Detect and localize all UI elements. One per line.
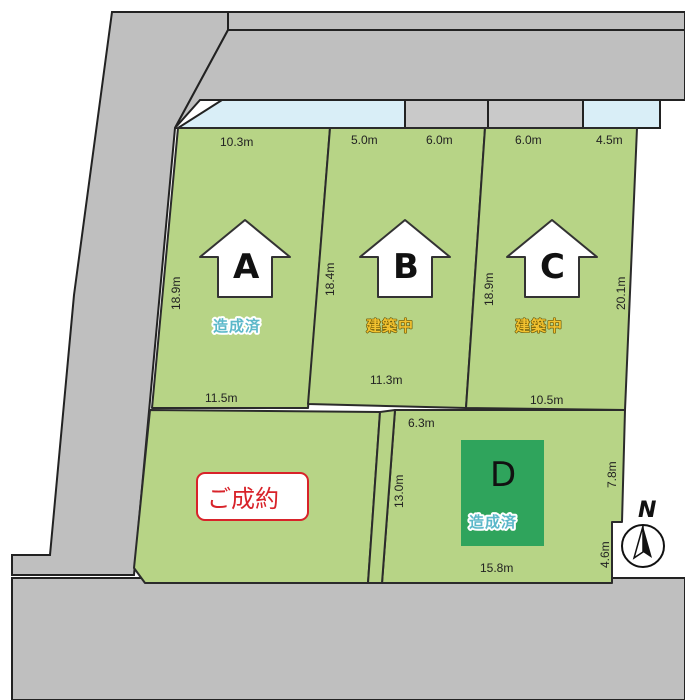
- lot-b-dim-bottom: 11.3m: [370, 373, 402, 387]
- compass-label: N: [638, 498, 656, 523]
- compass-needle-light: [632, 525, 644, 560]
- lot-a-letter: A: [233, 247, 260, 287]
- water-gap-b: [404, 99, 489, 129]
- house-arrow-icon: [506, 219, 598, 298]
- lot-c-dim-left: 18.9m: [482, 273, 496, 306]
- lot-c-letter: C: [540, 247, 565, 287]
- access-strip: [367, 409, 396, 584]
- lot-a-status: 造成済: [213, 317, 261, 335]
- lot-b-letter: B: [393, 247, 419, 287]
- lot-d-letter: D: [490, 455, 516, 495]
- lot-c-dim-top-right: 4.5m: [596, 133, 623, 147]
- lot-d-dim-left: 13.0m: [392, 475, 406, 508]
- road-left: [11, 11, 229, 576]
- lot-d-dim-bottom: 15.8m: [480, 561, 513, 575]
- lot-d-status: 造成済: [469, 513, 517, 531]
- lot-b-status: 建築中: [366, 317, 414, 335]
- lot-a-dim-top: 10.3m: [220, 135, 253, 149]
- water-channel: [174, 99, 661, 129]
- sold-badge-text: ご成約: [207, 485, 279, 513]
- water-channel-left: [174, 99, 406, 129]
- road-bottom: [11, 577, 685, 700]
- lot-b-dim-left: 18.4m: [323, 263, 337, 296]
- lot-d-dim-right-small: 4.6m: [598, 541, 612, 568]
- sold-badge-frame: [196, 472, 309, 521]
- lot-b-dim-top-left: 5.0m: [351, 133, 378, 147]
- road-network: [11, 11, 685, 700]
- lot-a-dim-left: 18.9m: [169, 277, 183, 310]
- road-top: [227, 11, 685, 31]
- lot-c-dim-right: 20.1m: [614, 277, 628, 310]
- house-arrow-icon: [359, 219, 451, 298]
- water-gap-c: [487, 99, 584, 129]
- water-channel-right: [582, 99, 661, 129]
- lot-c-status: 建築中: [515, 317, 563, 335]
- north-compass-icon: N: [621, 498, 665, 568]
- lot-d-dim-top: 6.3m: [408, 416, 435, 430]
- lot-b-dim-top-right: 6.0m: [426, 133, 453, 147]
- lot-d-dim-right: 7.8m: [605, 461, 619, 488]
- house-arrow-icon: [199, 219, 291, 298]
- lot-d-box: [461, 440, 544, 546]
- house-arrows: [199, 219, 598, 298]
- lot-a-dim-bottom: 11.5m: [205, 391, 237, 405]
- lot-c-dim-bottom: 10.5m: [530, 393, 563, 407]
- compass-needle-dark: [643, 526, 652, 558]
- lot-c-dim-top-left: 6.0m: [515, 133, 542, 147]
